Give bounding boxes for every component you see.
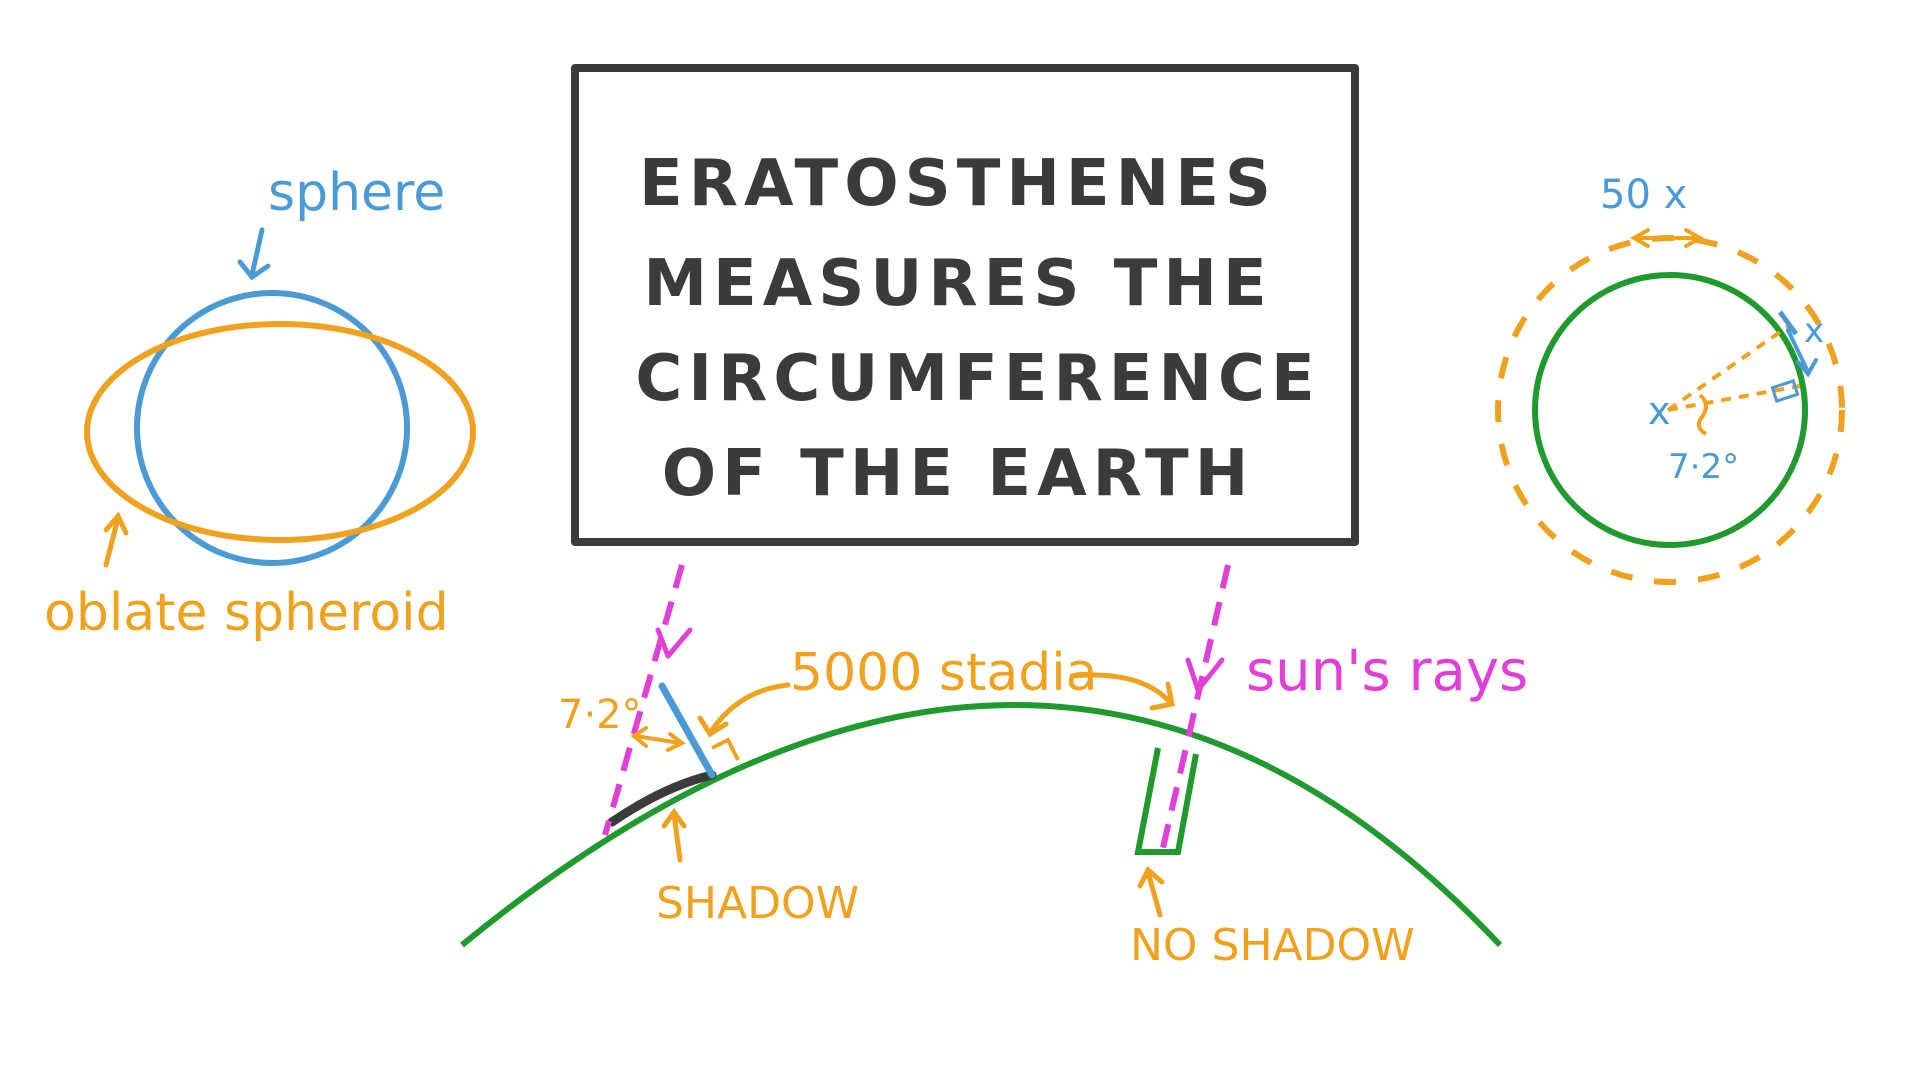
shadow-arrow <box>661 807 687 863</box>
arc-x-label: x <box>1804 311 1824 351</box>
sphere-arrow <box>237 227 271 281</box>
title-line-1: ERATOSTHENES <box>639 147 1277 221</box>
oblate-arrow <box>103 511 129 568</box>
sun-ray-left <box>602 564 685 836</box>
angle-right-label: 7·2° <box>1668 447 1739 487</box>
shadow-region <box>607 770 717 827</box>
sphere-circle <box>134 290 410 566</box>
distance-arrow-right <box>1069 672 1175 711</box>
earth-surface-arc <box>460 702 1503 948</box>
suns-rays-label: sun's rays <box>1246 639 1528 704</box>
distance-label: 5000 stadia <box>790 643 1098 703</box>
fifty-x-arrow <box>1629 228 1705 248</box>
sphere-label: sphere <box>268 163 445 223</box>
small-stick <box>1777 310 1799 336</box>
small-well <box>1770 379 1800 403</box>
arc-x-arrow <box>1786 328 1818 378</box>
earth-circle-small <box>1532 272 1808 548</box>
oblate-spheroid-ellipse <box>84 321 476 543</box>
no-shadow-label: NO SHADOW <box>1130 920 1415 971</box>
angle-left-arrow <box>630 726 686 752</box>
angle-left-label: 7·2° <box>558 692 642 738</box>
center-angle-mark <box>1696 393 1708 436</box>
sun-ray-left-arrow <box>655 627 693 659</box>
title-line-2: MEASURES THE <box>643 247 1272 321</box>
sun-ray-right-arrow <box>1185 657 1225 693</box>
title-box <box>571 64 1359 546</box>
distance-arrow-left <box>697 682 791 738</box>
stick-gnomon <box>658 682 716 779</box>
center-x-label: x <box>1648 389 1671 433</box>
radius-to-stick <box>1666 323 1792 412</box>
right-angle-mark <box>711 737 740 761</box>
oblate-spheroid-label: oblate spheroid <box>44 583 449 643</box>
shadow-label: SHADOW <box>656 878 859 929</box>
fifty-x-label: 50 x <box>1600 172 1687 218</box>
sun-ray-right <box>1159 564 1231 853</box>
well <box>1134 747 1199 855</box>
no-shadow-arrow <box>1137 866 1165 918</box>
title-line-3: CIRCUMFERENCE <box>635 342 1320 416</box>
radius-to-well <box>1667 384 1801 412</box>
title-line-4: OF THE EARTH <box>662 437 1255 511</box>
